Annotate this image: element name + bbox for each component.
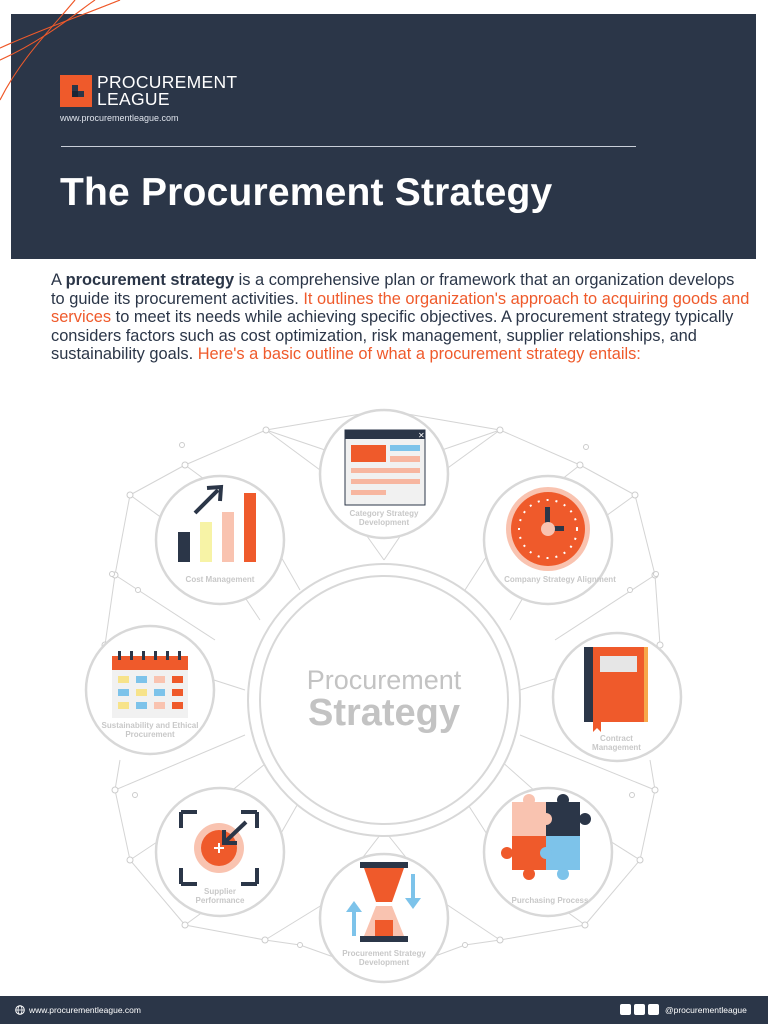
node-label-supplier: Supplier Performance — [195, 887, 245, 905]
bar-chart-icon — [178, 484, 256, 562]
strategy-diagram: ✕ — [84, 408, 683, 984]
logo-line-1: PROCUREMENT — [97, 72, 238, 92]
puzzle-icon — [501, 794, 591, 880]
node-label-company: Company Strategy Alignment — [504, 575, 616, 584]
intro-bold-term: procurement strategy — [65, 271, 235, 289]
intro-accent-text: It outlines the organization's approach … — [51, 289, 750, 327]
logo[interactable]: PROCUREMENT LEAGUE — [60, 72, 238, 109]
youtube-icon[interactable] — [634, 1004, 645, 1015]
center-title-line1: Procurement — [306, 665, 462, 695]
node-label-development: Procurement Strategy Development — [342, 949, 426, 967]
social-icons — [620, 1004, 659, 1015]
intro-text: is a comprehensive plan or framework tha… — [51, 271, 735, 308]
header-divider — [61, 146, 636, 147]
footer-bar: www.procurementleague.com @procurementle… — [0, 996, 768, 1024]
center-circle-inner — [259, 575, 509, 825]
footer-url[interactable]: www.procurementleague.com — [29, 1005, 141, 1015]
browser-window-icon: ✕ — [344, 429, 426, 506]
node-label-category: Category Strategy Development — [349, 509, 419, 527]
globe-icon — [15, 1005, 25, 1015]
hourglass-icon — [346, 862, 421, 942]
logo-text: PROCUREMENT LEAGUE — [97, 72, 238, 109]
site-url[interactable]: www.procurementleague.com — [60, 113, 179, 123]
target-icon — [179, 810, 259, 886]
intro-start: A — [51, 271, 66, 289]
intro-accent-closing: Here's a basic outline of what a procure… — [197, 345, 641, 364]
notebook-icon — [584, 647, 648, 732]
linkedin-icon[interactable] — [648, 1004, 659, 1015]
node-label-contract: Contract Management — [592, 734, 641, 752]
header-banner: PROCUREMENT LEAGUE www.procurementleague… — [11, 14, 756, 259]
logo-line-2: LEAGUE — [97, 89, 170, 109]
logo-mark-icon — [60, 75, 92, 107]
node-label-sustainability: Sustainability and Ethical Procurement — [101, 721, 199, 739]
footer-handle[interactable]: @procurementleague — [665, 1005, 747, 1015]
clock-icon — [506, 487, 590, 571]
instagram-icon[interactable] — [620, 1004, 631, 1015]
calendar-icon — [112, 651, 188, 718]
center-title-line2: Strategy — [307, 692, 461, 734]
intro-paragraph: A procurement strategy is a comprehensiv… — [51, 271, 751, 364]
page-title: The Procurement Strategy — [60, 171, 553, 214]
node-label-cost: Cost Management — [185, 575, 255, 584]
node-label-purchasing: Purchasing Process — [511, 896, 589, 905]
intro-text-continued: to meet its needs while achieving specif… — [51, 308, 734, 364]
svg-text:✕: ✕ — [418, 431, 425, 440]
